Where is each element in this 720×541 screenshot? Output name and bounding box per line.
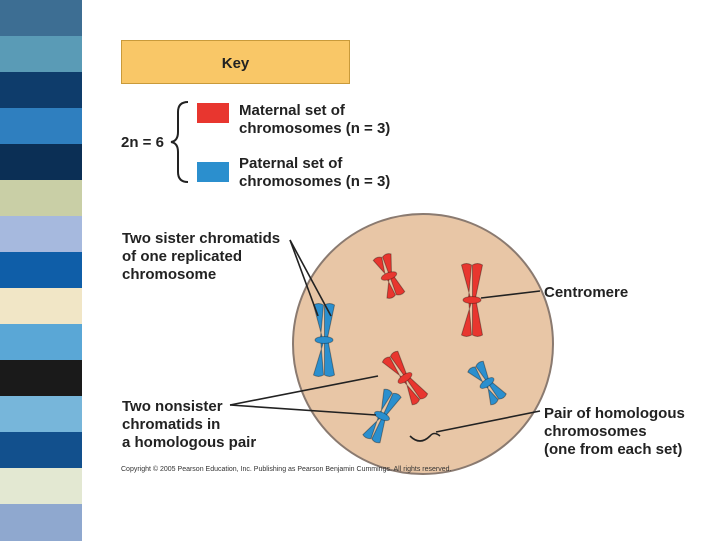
sister-label-line2: of one replicated (122, 248, 243, 265)
stripe-block (0, 0, 82, 37)
centromere-leader-line (480, 290, 541, 299)
chromatid (381, 356, 421, 406)
copyright-notice: Copyright © 2005 Pearson Education, Inc.… (121, 466, 452, 473)
homolog-brace (409, 432, 441, 442)
key-title: Key (221, 55, 250, 72)
paternal-legend-line2: chromosomes (n = 3) (239, 173, 391, 190)
chromatid (324, 303, 336, 377)
stripe-block (0, 216, 82, 253)
stripe-block (0, 504, 82, 541)
chromatid (382, 253, 406, 296)
decorative-color-stripe (0, 0, 82, 541)
chromatid (372, 256, 397, 299)
homolog-label-line1: Pair of homologous (544, 405, 685, 422)
stripe-block (0, 72, 82, 109)
chromatid (467, 366, 499, 406)
centromere (479, 377, 495, 389)
centromere (314, 336, 334, 344)
key-header-box: Key (121, 40, 350, 84)
centromere-label: Centromere (544, 284, 629, 301)
stripe-block (0, 324, 82, 361)
nonsister-label-line2: chromatids in (122, 416, 221, 433)
maternal-chromosome-large (460, 263, 484, 337)
maternal-legend-line1: Maternal set of (239, 102, 345, 119)
homolog-leader-line (435, 410, 541, 433)
chromatid (460, 263, 473, 337)
sister-label-line1: Two sister chromatids (122, 230, 281, 247)
stripe-block (0, 180, 82, 217)
sister-leader-line-1 (289, 239, 319, 317)
nonsister-leader-line-1 (229, 375, 379, 406)
centromere (380, 271, 398, 281)
paternal-legend-line1: Paternal set of (239, 155, 343, 172)
sister-leader-line-2 (289, 239, 332, 317)
paternal-swatch (197, 162, 229, 182)
stripe-block (0, 36, 82, 73)
maternal-chromosome-medium (381, 350, 429, 406)
maternal-swatch (197, 103, 229, 123)
nonsister-label-line3: a homologous pair (122, 434, 257, 451)
chromatid (362, 388, 393, 440)
stripe-block (0, 468, 82, 505)
chromatid (475, 360, 507, 400)
homolog-label-line2: chromosomes (544, 423, 647, 440)
centromere (462, 296, 482, 304)
nonsister-leader-line-2 (229, 404, 377, 416)
centromere (374, 410, 390, 422)
stripe-block (0, 396, 82, 433)
chromatid (371, 392, 402, 444)
chromatid (312, 303, 325, 377)
chromatid (389, 350, 429, 400)
chromatid (472, 263, 484, 337)
legend-brace (170, 101, 189, 183)
paternal-chromosome-small (467, 360, 507, 406)
centromere (397, 372, 413, 384)
stripe-block (0, 108, 82, 145)
cell-outline (292, 213, 554, 475)
stripe-block (0, 144, 82, 181)
maternal-chromosome-small (372, 253, 406, 299)
nonsister-label-line1: Two nonsister (122, 398, 223, 415)
sister-label-line3: chromosome (122, 266, 217, 283)
paternal-chromosome-small-2 (362, 388, 402, 444)
stripe-block (0, 360, 82, 397)
stripe-block (0, 432, 82, 469)
paternal-chromosome-medium (312, 303, 336, 377)
stripe-block (0, 252, 82, 289)
maternal-legend-line2: chromosomes (n = 3) (239, 120, 391, 137)
ploidy-label: 2n = 6 (121, 134, 164, 151)
stripe-block (0, 288, 82, 325)
homolog-label-line3: (one from each set) (544, 441, 683, 458)
